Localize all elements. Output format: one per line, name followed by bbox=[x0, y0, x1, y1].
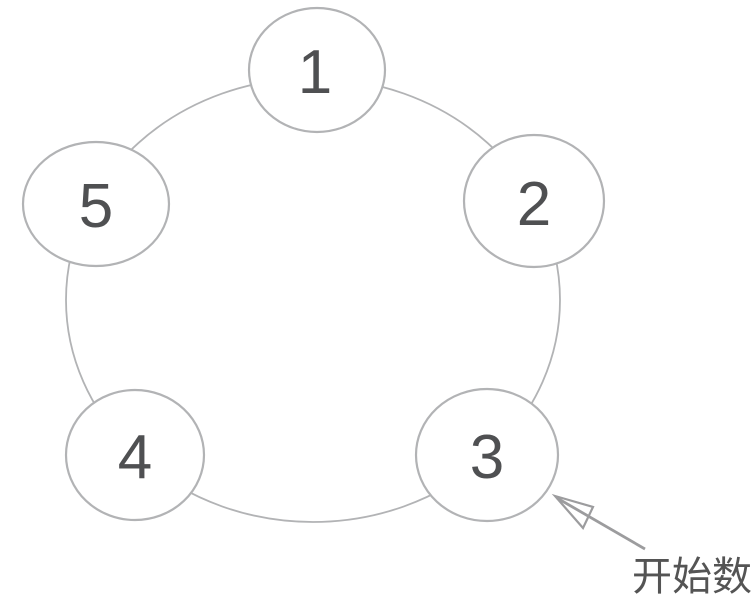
node-3: 3 bbox=[414, 387, 560, 523]
node-2-circle bbox=[462, 133, 606, 269]
node-1-label: 1 bbox=[298, 38, 332, 107]
node-3-circle bbox=[414, 387, 560, 523]
node-2: 2 bbox=[462, 133, 606, 269]
arrow-shaft bbox=[556, 496, 646, 551]
node-4: 4 bbox=[64, 388, 206, 522]
start-arrow bbox=[551, 493, 646, 551]
node-5-circle bbox=[21, 140, 171, 268]
node-5-label: 5 bbox=[79, 172, 113, 241]
node-1: 1 bbox=[247, 6, 387, 134]
node-4-label: 4 bbox=[118, 423, 152, 492]
node-3-label: 3 bbox=[470, 423, 504, 492]
node-5: 5 bbox=[21, 140, 171, 268]
node-2-label: 2 bbox=[517, 170, 551, 239]
start-annotation-label: 开始数 bbox=[632, 555, 751, 599]
node-1-circle bbox=[247, 6, 387, 134]
node-4-circle bbox=[64, 388, 206, 522]
